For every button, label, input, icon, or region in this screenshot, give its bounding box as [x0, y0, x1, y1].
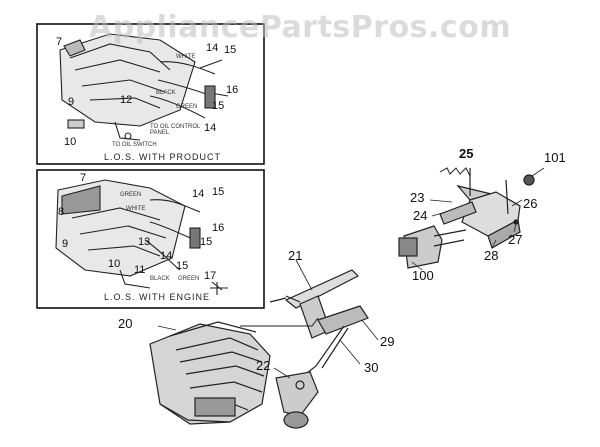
inset-frame-bottom: [36, 169, 265, 309]
label-28: 28: [484, 248, 499, 263]
label-26: 26: [523, 196, 538, 211]
label-13-bottom: 13: [138, 236, 151, 248]
label-100: 100: [412, 268, 434, 283]
label-20: 20: [118, 316, 133, 331]
label-14b-bottom: 14: [160, 250, 173, 262]
label-22: 22: [256, 358, 271, 373]
label-27: 27: [508, 232, 523, 247]
throttle-bracket-assembly: [398, 168, 535, 269]
label-16-bottom: 16: [212, 222, 225, 234]
carburetor: [275, 371, 319, 429]
label-30: 30: [364, 360, 379, 375]
watermark: AppliancePartsPros.com: [88, 10, 512, 45]
label-17-bottom: 17: [204, 270, 217, 282]
label-12-top: 12: [120, 94, 133, 106]
label-15b-top: 15: [212, 100, 225, 112]
label-14-bottom: 14: [192, 188, 205, 200]
wire-label-green2-bottom: GREEN: [178, 276, 200, 282]
label-8-bottom: 8: [58, 206, 65, 218]
label-15-bottom: 15: [212, 186, 225, 198]
label-11-bottom: 11: [134, 264, 146, 276]
to-switch-label: TO OIL SWITCH: [112, 142, 157, 148]
label-10-bottom: 10: [108, 258, 121, 270]
label-101: 101: [544, 150, 566, 165]
wire-label-black-bottom: BLACK: [150, 276, 170, 282]
ctrl-panel-label: TO OIL CONTROL PANEL: [150, 124, 201, 136]
label-15c-bottom: 15: [176, 260, 189, 272]
wire-label-green-top: GREEN: [176, 104, 198, 110]
wire-label-green-bottom: GREEN: [120, 192, 142, 198]
inset-top-engine-sketch: [59, 33, 229, 141]
label-10-top: 10: [64, 136, 77, 148]
label-14-top: 14: [206, 42, 219, 54]
label-15-top: 15: [224, 44, 237, 56]
leader-lines: [157, 167, 545, 379]
label-9-top: 9: [68, 96, 75, 108]
inset-bottom-engine-sketch: [55, 179, 228, 295]
spring-part: [439, 167, 471, 177]
label-24: 24: [413, 208, 428, 223]
label-7-top: 7: [56, 36, 63, 48]
label-16-top: 16: [226, 84, 239, 96]
label-25: 25: [459, 146, 474, 161]
inset-top-caption: L.O.S. WITH PRODUCT: [104, 152, 222, 162]
label-23: 23: [410, 190, 425, 205]
wire-label-white-bottom: WHITE: [126, 206, 146, 212]
label-7-bottom: 7: [80, 172, 87, 184]
label-29: 29: [380, 334, 395, 349]
label-9-bottom: 9: [62, 238, 69, 250]
governor-bracket: [240, 269, 369, 381]
inset-bottom-caption: L.O.S. WITH ENGINE: [104, 292, 211, 302]
wire-label-black-top: BLACK: [156, 90, 176, 96]
label-15b-bottom: 15: [200, 236, 213, 248]
label-14b-top: 14: [204, 122, 217, 134]
engine-block: [149, 321, 271, 425]
wire-label-white-top: WHITE: [176, 54, 196, 60]
label-21: 21: [288, 248, 303, 263]
inset-frame-top: [36, 23, 265, 165]
